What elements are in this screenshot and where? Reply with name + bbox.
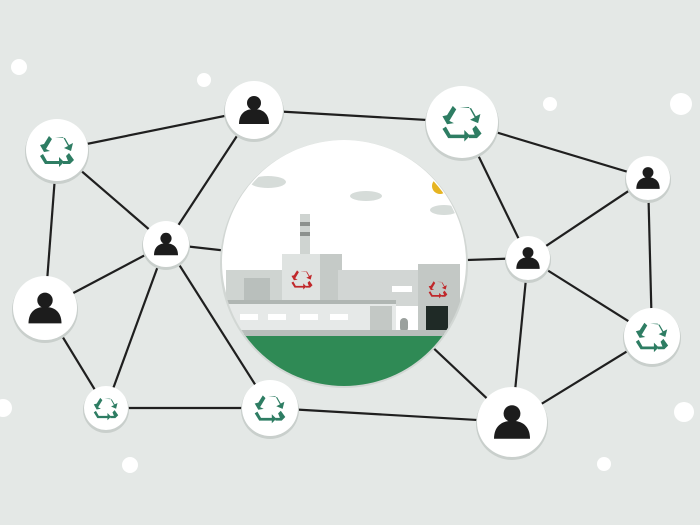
person-node [142,221,190,270]
person-node [12,276,78,343]
factory-scene [210,140,480,404]
recycle-node [83,386,129,433]
person-node [476,387,548,460]
recycle-node [25,119,89,184]
person-node [505,236,551,283]
recycle-node [241,380,299,439]
recycle-node [623,308,681,367]
person-node [625,156,671,203]
recycle-node [425,86,499,161]
person-node [224,81,284,142]
